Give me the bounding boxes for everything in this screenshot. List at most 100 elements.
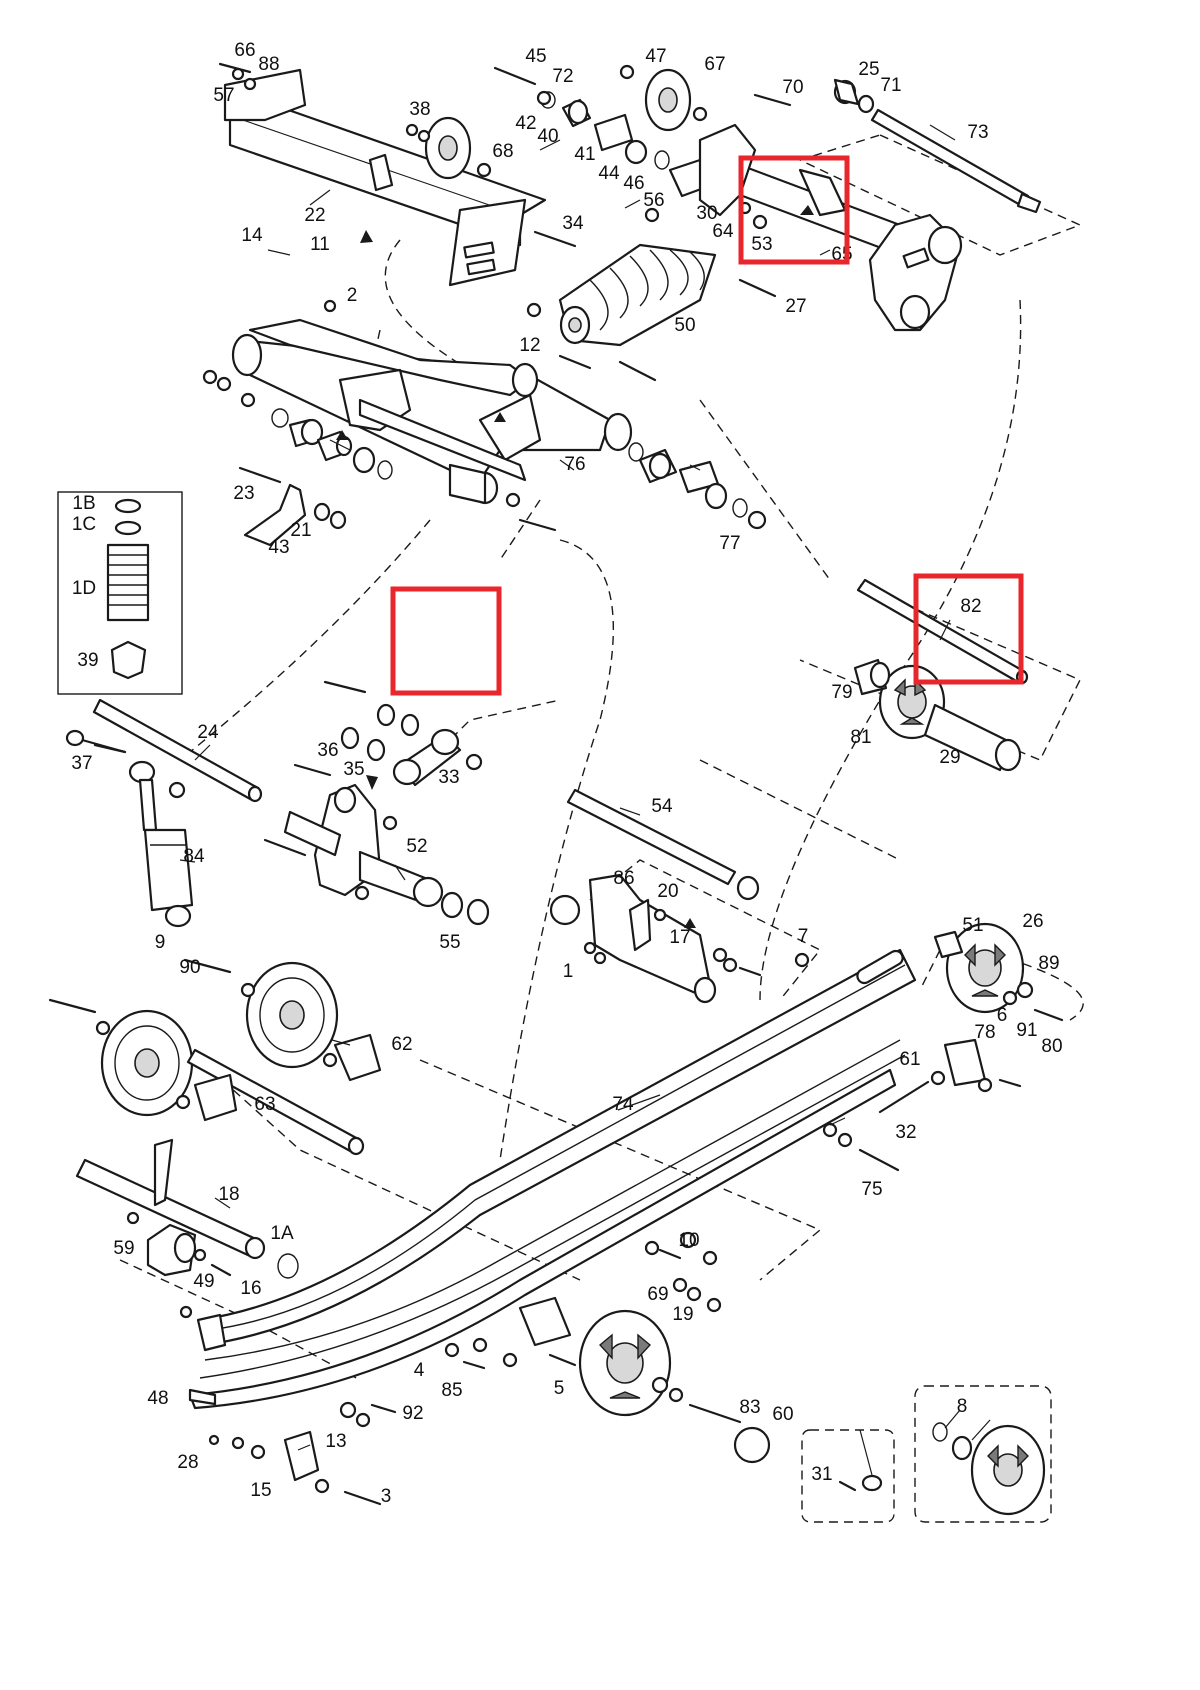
- part-33-arm: [283, 783, 490, 926]
- callout-92: 92: [402, 1403, 423, 1424]
- callout-91: 91: [1016, 1020, 1037, 1041]
- callout-85: 85: [441, 1380, 462, 1401]
- part-29-shaft: [65, 698, 263, 803]
- part-53-bracket: [549, 873, 717, 1004]
- callout-64: 64: [712, 221, 734, 242]
- callout-61: 61: [899, 1049, 920, 1070]
- callout-59: 59: [113, 1238, 134, 1259]
- part-73-shaft: [833, 78, 1042, 214]
- callout-70: 70: [782, 77, 803, 98]
- callout-52: 52: [406, 836, 427, 857]
- callout-21: 21: [290, 520, 311, 541]
- callout-66: 66: [234, 40, 255, 61]
- part-9-wheel-left: [100, 1009, 194, 1117]
- callout-42: 42: [515, 113, 536, 134]
- callout-56: 56: [643, 190, 664, 211]
- callout-86: 86: [613, 868, 634, 889]
- highlight-box-1: [738, 155, 850, 265]
- callout-4: 4: [414, 1360, 425, 1381]
- callout-80: 80: [1041, 1036, 1062, 1057]
- callout-18: 18: [218, 1184, 239, 1205]
- leader-lines: [179, 124, 991, 1476]
- callout-90: 90: [179, 957, 200, 978]
- callout-47: 47: [645, 46, 666, 67]
- part-21-bracket: [243, 483, 347, 547]
- callout-15: 15: [250, 1480, 271, 1501]
- callout-17: 17: [669, 927, 690, 948]
- callout-55: 55: [439, 932, 460, 953]
- callout-40: 40: [537, 126, 558, 147]
- callout-39: 39: [77, 650, 98, 671]
- callout-76: 76: [564, 454, 585, 475]
- callout-49: 49: [193, 1271, 214, 1292]
- highlight-box-3: [913, 573, 1024, 685]
- part-67-idler-wheel-upper-right: [644, 68, 692, 132]
- callout-51: 51: [962, 915, 983, 936]
- part-63-block-left: [193, 1073, 238, 1122]
- callout-29: 29: [939, 747, 960, 768]
- highlight-boxes: [390, 155, 1024, 696]
- callout-72: 72: [552, 66, 573, 87]
- callout-35: 35: [343, 759, 364, 780]
- part-62-wheel: [578, 1309, 672, 1417]
- callout-57: 57: [213, 85, 234, 106]
- callout-50: 50: [674, 315, 695, 336]
- callout-9: 9: [155, 932, 166, 953]
- bushings-mid-left: [271, 408, 767, 530]
- part-9-wheel-right: [245, 961, 339, 1069]
- callout-46: 46: [623, 173, 644, 194]
- callout-1b: 1B: [72, 493, 95, 514]
- callout-27: 27: [785, 296, 806, 317]
- part-18-bumper: [146, 1223, 299, 1279]
- callout-75: 75: [861, 1179, 882, 1200]
- callout-37: 37: [71, 753, 92, 774]
- inset-59-60: [801, 1429, 895, 1523]
- part-43-front-arm-frame: [231, 318, 633, 505]
- callout-1a: 1A: [270, 1223, 294, 1244]
- part-rear-upper-arm: [698, 123, 963, 332]
- callout-67: 67: [704, 54, 725, 75]
- callout-28: 28: [177, 1452, 198, 1473]
- callout-44: 44: [598, 163, 620, 184]
- callout-63: 63: [254, 1094, 275, 1115]
- callout-23: 23: [233, 483, 254, 504]
- part-63-block-upper: [333, 1033, 382, 1082]
- callout-22: 22: [304, 205, 325, 226]
- part-19-shaft: [75, 1138, 266, 1260]
- callout-1d: 1D: [72, 578, 96, 599]
- direction-arrows: [336, 205, 814, 928]
- callout-43: 43: [268, 537, 289, 558]
- callout-41: 41: [574, 144, 595, 165]
- callout-12: 12: [519, 335, 540, 356]
- part-52-shaft: [566, 788, 760, 901]
- callout-1: 1: [563, 961, 574, 982]
- callout-53: 53: [751, 234, 772, 255]
- part-81-tube: [923, 703, 1022, 772]
- callout-16: 16: [240, 1278, 261, 1299]
- part-3-slide-rail: [188, 948, 917, 1410]
- callout-88: 88: [258, 54, 279, 75]
- part-83-cap: [733, 1426, 771, 1464]
- callout-68: 68: [492, 141, 513, 162]
- part-65-front-arm-shaft: [223, 68, 547, 287]
- callout-60: 60: [772, 1404, 793, 1425]
- bolts-and-fasteners: [48, 62, 1064, 1506]
- part-2-spring: [558, 243, 717, 347]
- nuts-and-washers: [95, 64, 1034, 1494]
- callout-34: 34: [562, 213, 584, 234]
- callout-82: 82: [960, 596, 981, 617]
- callout-30: 30: [696, 203, 717, 224]
- inset-spring-kit: [57, 491, 183, 695]
- callout-73: 73: [967, 122, 988, 143]
- part-35-link: [340, 703, 483, 787]
- callout-6: 6: [997, 1005, 1008, 1026]
- callout-1c: 1C: [72, 514, 96, 535]
- part-28-stopper: [188, 1313, 320, 1482]
- callout-8: 8: [957, 1396, 968, 1417]
- callout-13: 13: [325, 1431, 346, 1452]
- callout-20: 20: [657, 881, 678, 902]
- part-51-wheel: [933, 922, 1025, 1014]
- callout-83: 83: [739, 1397, 760, 1418]
- callout-2: 2: [347, 285, 358, 306]
